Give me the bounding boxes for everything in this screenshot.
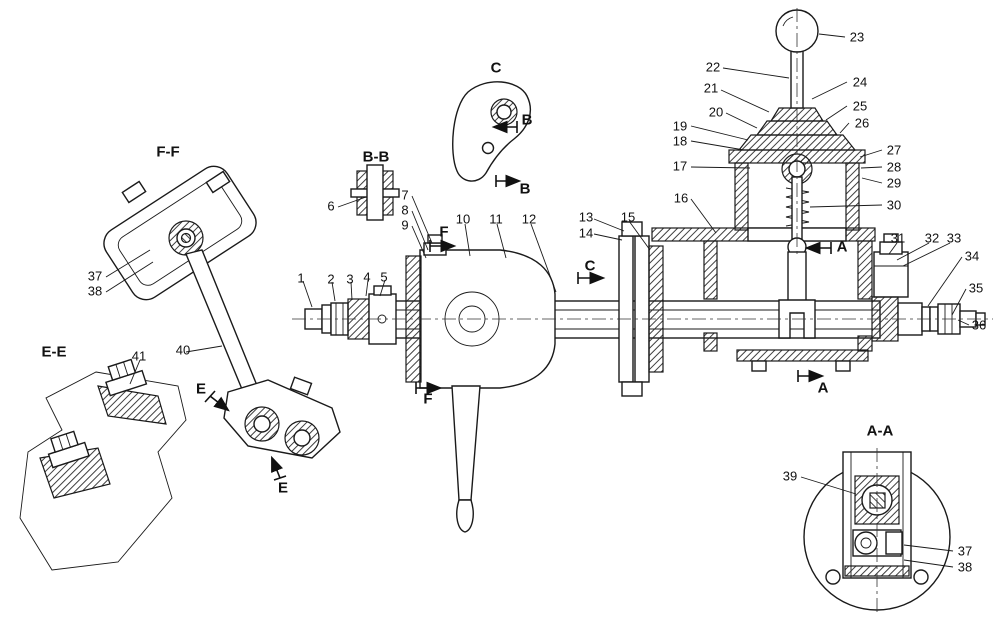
view-ff — [103, 165, 341, 459]
view-c — [452, 81, 532, 182]
view-arrows — [204, 120, 832, 481]
mid-flange — [618, 221, 664, 397]
left-shaft-end — [304, 285, 397, 345]
section-bb — [350, 164, 400, 221]
centerlines — [292, 8, 993, 614]
view-ee — [19, 358, 187, 571]
bell-housing — [405, 234, 556, 533]
leader-lines — [105, 33, 970, 568]
